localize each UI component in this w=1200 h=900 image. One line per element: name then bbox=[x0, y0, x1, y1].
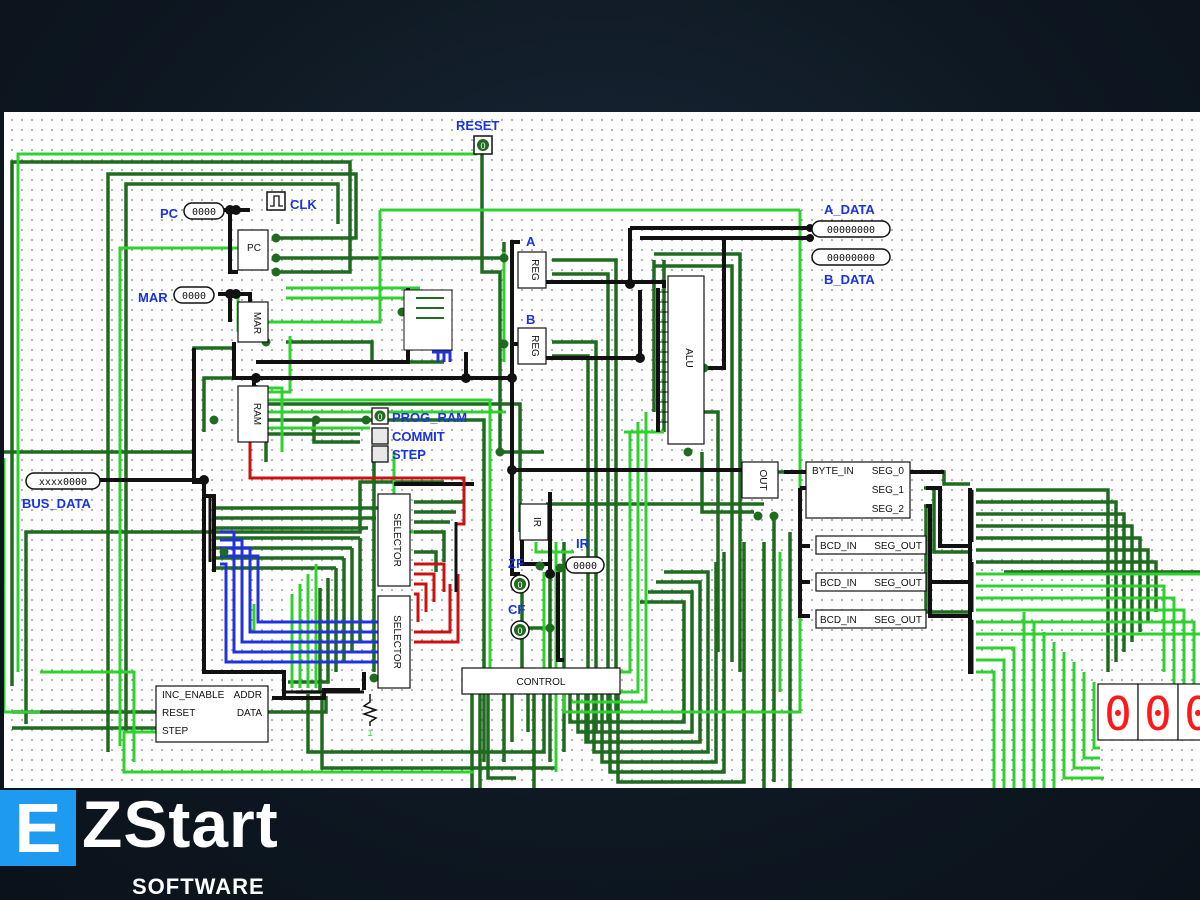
cf-value: 0 bbox=[517, 626, 522, 636]
zf-value: 0 bbox=[517, 580, 522, 590]
seg-0-pin: SEG_0 bbox=[872, 466, 905, 477]
circuit-canvas[interactable]: RESET 0 PC 0000 CLK PC MAR 0000 MAR RAM bbox=[4, 112, 1200, 788]
control-unit: CONTROL bbox=[462, 668, 620, 694]
out-register: OUT bbox=[742, 462, 778, 498]
counter-control-block: INC_ENABLE RESET STEP ADDR DATA bbox=[156, 686, 268, 742]
cf-led: 0 bbox=[511, 621, 529, 639]
mar-register-label: MAR bbox=[251, 312, 262, 334]
seg-out-pin-2: SEG_OUT bbox=[874, 578, 922, 589]
bus-data-probe: xxxx0000 bbox=[26, 473, 100, 489]
out-label: OUT bbox=[757, 469, 768, 490]
ground-value: 1 bbox=[367, 728, 372, 738]
commit-label: COMMIT bbox=[392, 429, 445, 444]
register-a: REG bbox=[518, 252, 546, 288]
reset-pin: RESET bbox=[162, 708, 195, 719]
ir-register: IR bbox=[520, 504, 548, 540]
seg-2-pin: SEG_2 bbox=[872, 504, 905, 515]
b-data-label: B_DATA bbox=[824, 272, 875, 287]
ir-label: IR bbox=[576, 536, 590, 551]
a-label: A bbox=[526, 234, 536, 249]
prog-ram-label: PROG_RAM bbox=[392, 410, 467, 425]
bcd-decoder-2: BCD_IN SEG_OUT bbox=[816, 573, 926, 591]
bcd-decoder-1: BCD_IN SEG_OUT bbox=[816, 536, 926, 554]
digit-0: 0 bbox=[1104, 687, 1132, 741]
b-label: B bbox=[526, 312, 535, 327]
pc-probe: 0000 bbox=[184, 203, 224, 219]
prog-ram-button[interactable]: 0 bbox=[372, 408, 388, 424]
reset-button[interactable]: 0 bbox=[474, 136, 492, 154]
b-data-probe: 00000000 bbox=[812, 249, 890, 265]
zf-label: ZF bbox=[508, 556, 524, 571]
control-label: CONTROL bbox=[517, 677, 566, 688]
a-data-probe: 00000000 bbox=[812, 221, 890, 237]
seg-1-pin: SEG_1 bbox=[872, 485, 905, 496]
alu: ALU bbox=[668, 276, 704, 444]
bcd-in-pin-3: BCD_IN bbox=[820, 615, 857, 626]
selector-lower-label: SELECTOR bbox=[391, 615, 402, 669]
mar-label: MAR bbox=[138, 290, 168, 305]
pull-resistor: 1 bbox=[364, 694, 376, 738]
inc-enable-pin: INC_ENABLE bbox=[162, 690, 225, 701]
ir-register-label: IR bbox=[531, 517, 542, 527]
register-a-label: REG bbox=[529, 259, 540, 281]
step-button[interactable] bbox=[372, 446, 388, 462]
commit-button[interactable] bbox=[372, 428, 388, 444]
ezstart-logo: E ZStart SOFTWARE bbox=[0, 790, 340, 900]
zf-led: 0 bbox=[511, 575, 529, 593]
cf-label: CF bbox=[508, 602, 525, 617]
register-b-label: REG bbox=[529, 335, 540, 357]
circuit-diagram: RESET 0 PC 0000 CLK PC MAR 0000 MAR RAM bbox=[4, 112, 1200, 788]
selector-lower: SELECTOR bbox=[378, 596, 410, 688]
logo-subtitle: SOFTWARE bbox=[132, 874, 265, 900]
byte-in-pin: BYTE_IN bbox=[812, 466, 854, 477]
ram-label: RAM bbox=[251, 403, 262, 425]
ir-value: 0000 bbox=[573, 561, 597, 572]
bus-data-value: xxxx0000 bbox=[39, 477, 87, 488]
step-label: STEP bbox=[392, 447, 426, 462]
bit-splitter-top bbox=[404, 290, 452, 350]
alu-label: ALU bbox=[683, 348, 694, 367]
reset-label: RESET bbox=[456, 118, 499, 133]
data-pin: DATA bbox=[237, 708, 263, 719]
addr-pin: ADDR bbox=[234, 690, 262, 701]
logo-letter-box: E bbox=[0, 790, 76, 866]
a-data-value: 00000000 bbox=[827, 225, 875, 236]
red-wires bbox=[250, 442, 464, 642]
clk-button[interactable] bbox=[267, 192, 285, 210]
bus-data-label: BUS_DATA bbox=[22, 496, 91, 511]
mar-register: MAR bbox=[238, 302, 268, 342]
reset-value: 0 bbox=[480, 141, 485, 151]
seven-segment-display: 0 0 0 bbox=[1098, 684, 1200, 741]
mar-value: 0000 bbox=[182, 291, 206, 302]
prog-ram-value: 0 bbox=[377, 412, 382, 422]
register-b: REG bbox=[518, 328, 546, 364]
a-data-label: A_DATA bbox=[824, 202, 875, 217]
logo-word: ZStart bbox=[82, 786, 279, 862]
selector-upper: SELECTOR bbox=[378, 494, 410, 586]
bus-pc bbox=[230, 210, 238, 272]
ram-block: RAM bbox=[238, 386, 268, 442]
pc-label: PC bbox=[160, 206, 179, 221]
selector-upper-label: SELECTOR bbox=[391, 513, 402, 567]
seg-out-pin-1: SEG_OUT bbox=[874, 541, 922, 552]
bcd-decoder-3: BCD_IN SEG_OUT bbox=[816, 610, 926, 628]
byte-to-segment-decoder: BYTE_IN SEG_0 SEG_1 SEG_2 bbox=[806, 462, 910, 518]
pc-register: PC bbox=[238, 230, 268, 270]
pc-value: 0000 bbox=[192, 207, 216, 218]
b-data-value: 00000000 bbox=[827, 253, 875, 264]
bcd-in-pin-1: BCD_IN bbox=[820, 541, 857, 552]
seg-out-pin-3: SEG_OUT bbox=[874, 615, 922, 626]
clk-label: CLK bbox=[290, 197, 317, 212]
digit-1: 0 bbox=[1144, 687, 1172, 741]
mar-probe: 0000 bbox=[174, 287, 214, 303]
bcd-in-pin-2: BCD_IN bbox=[820, 578, 857, 589]
pc-register-label: PC bbox=[247, 243, 261, 254]
step-pin: STEP bbox=[162, 726, 188, 737]
digit-2: 0 bbox=[1184, 687, 1200, 741]
ir-probe: 0000 bbox=[566, 557, 604, 573]
